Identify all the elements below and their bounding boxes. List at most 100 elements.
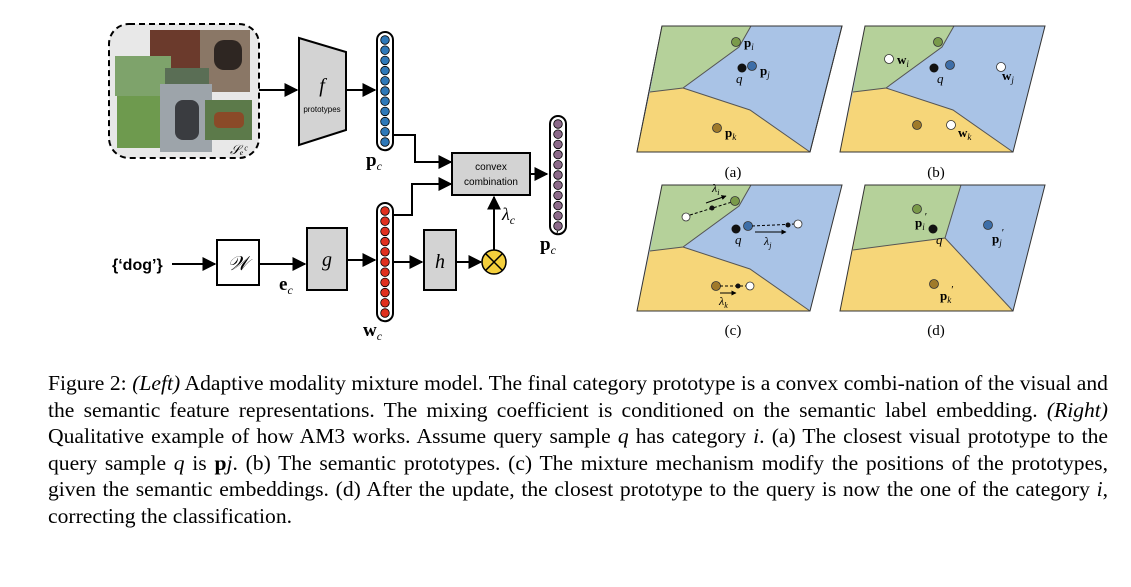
arrow	[393, 134, 453, 169]
semantic-prototype-vector	[376, 202, 394, 323]
vector-element	[380, 55, 390, 66]
q-label: q	[735, 232, 742, 247]
prototype-dot	[912, 204, 922, 214]
vector-element	[553, 170, 563, 180]
semantic-dot	[681, 212, 691, 222]
query-dot	[928, 224, 938, 234]
vector-element	[380, 257, 390, 267]
caption-segment: Figure 2:	[48, 371, 133, 395]
prototype-dot	[912, 120, 922, 130]
W-label: 𝒲	[228, 253, 254, 275]
prototype-dot	[731, 37, 741, 47]
g-label: g	[322, 249, 332, 271]
query-dot	[737, 63, 747, 73]
pc-prime-label: pc′	[540, 229, 559, 257]
caption-segment: q	[617, 424, 629, 449]
query-dot	[731, 224, 741, 234]
q-label: q	[936, 232, 943, 247]
model-diagram: 𝒮ₑᶜ f prototypes pc convex combination p…	[108, 23, 567, 343]
caption-segment: i	[753, 424, 760, 449]
caption-segment: (Left)	[132, 371, 181, 395]
prototype-dot	[747, 61, 757, 71]
prototype-dot	[945, 60, 955, 70]
vector-element	[380, 137, 390, 147]
vector-element	[553, 160, 563, 170]
prototype-dot	[983, 220, 993, 230]
vector-element	[553, 211, 563, 221]
region-yellow	[637, 247, 810, 311]
region-blue	[945, 185, 1045, 311]
final-prototype-vector	[549, 115, 567, 236]
vector-element	[380, 308, 390, 318]
q-label: q	[937, 71, 944, 86]
semantic-dot	[884, 54, 894, 64]
f-encoder-block: f prototypes	[298, 36, 347, 147]
region-green	[650, 185, 751, 251]
lambda-j-label: λj	[763, 234, 772, 250]
vector-element	[553, 200, 563, 211]
semantic-dot	[946, 120, 956, 130]
panel-c-caption: (c)	[725, 323, 742, 339]
sigmoid-node	[481, 249, 507, 275]
region-green	[650, 26, 751, 92]
vector-element	[380, 127, 390, 137]
f-sublabel: prototypes	[303, 105, 340, 114]
vector-element	[380, 216, 390, 226]
word-embedding-block: 𝒲	[216, 239, 260, 286]
pj-prime-label: pj′	[992, 227, 1004, 248]
q-label: q	[736, 71, 743, 86]
vector-element	[380, 267, 390, 277]
figure-caption: Figure 2: (Left) Adaptive modality mixtu…	[48, 370, 1108, 530]
pj-label: pj	[760, 63, 770, 80]
wc-label: wc	[363, 320, 383, 343]
convex-combination-block: convex combination	[451, 152, 531, 196]
g-transform-block: g	[306, 227, 348, 291]
pi-prime-label: pi′	[915, 211, 927, 232]
vector-element	[380, 76, 390, 86]
vector-element	[380, 116, 390, 127]
region-yellow	[840, 88, 1013, 152]
vector-element	[553, 180, 563, 190]
query-dot	[929, 63, 939, 73]
panel-d: pi′ q pj′ pk′ (d)	[839, 184, 1046, 339]
region-yellow	[637, 88, 810, 152]
prototype-dot	[929, 279, 939, 289]
prototype-dot	[743, 221, 753, 231]
wj-label: wj	[1002, 68, 1014, 85]
lambda-k-label: λk	[718, 294, 728, 310]
vector-element	[380, 287, 390, 298]
vector-element	[380, 106, 390, 117]
caption-segment: has category	[628, 424, 754, 449]
vector-element	[380, 247, 390, 257]
visual-prototype-vector	[376, 31, 394, 152]
panel-c: λi q λj λk (c)	[636, 181, 843, 339]
semantic-dot	[996, 62, 1006, 72]
vector-element	[553, 129, 563, 139]
figure-canvas: 𝒮ₑᶜ f prototypes pc convex combination p…	[108, 23, 1046, 343]
pk-prime-label: pk′	[940, 284, 954, 305]
semantic-dot	[745, 281, 755, 291]
vector-element	[380, 236, 390, 247]
panel-a-caption: (a)	[725, 165, 742, 181]
pi-label: pi	[744, 35, 754, 52]
caption-segment: . (b) The semantic prototypes. (c) The m…	[48, 450, 1114, 502]
vector-element	[380, 226, 390, 237]
caption-segment: Qualitative example of how AM3 works. As…	[48, 397, 1114, 449]
vector-element	[380, 298, 390, 308]
dog-photo	[117, 96, 165, 148]
vector-element	[553, 119, 563, 129]
arrow	[393, 177, 453, 216]
caption-segment: p	[214, 450, 227, 475]
vector-element	[553, 190, 563, 201]
vector-element	[380, 206, 390, 216]
prototype-dot	[933, 37, 943, 47]
vector-element	[553, 139, 563, 150]
vector-element	[553, 221, 563, 231]
h-label: h	[435, 251, 445, 273]
prototype-dot	[730, 196, 740, 206]
wi-label: wi	[897, 52, 909, 69]
region-green	[853, 185, 961, 250]
semantic-dot	[793, 219, 803, 229]
region-green	[853, 26, 954, 92]
vector-element	[380, 86, 390, 96]
